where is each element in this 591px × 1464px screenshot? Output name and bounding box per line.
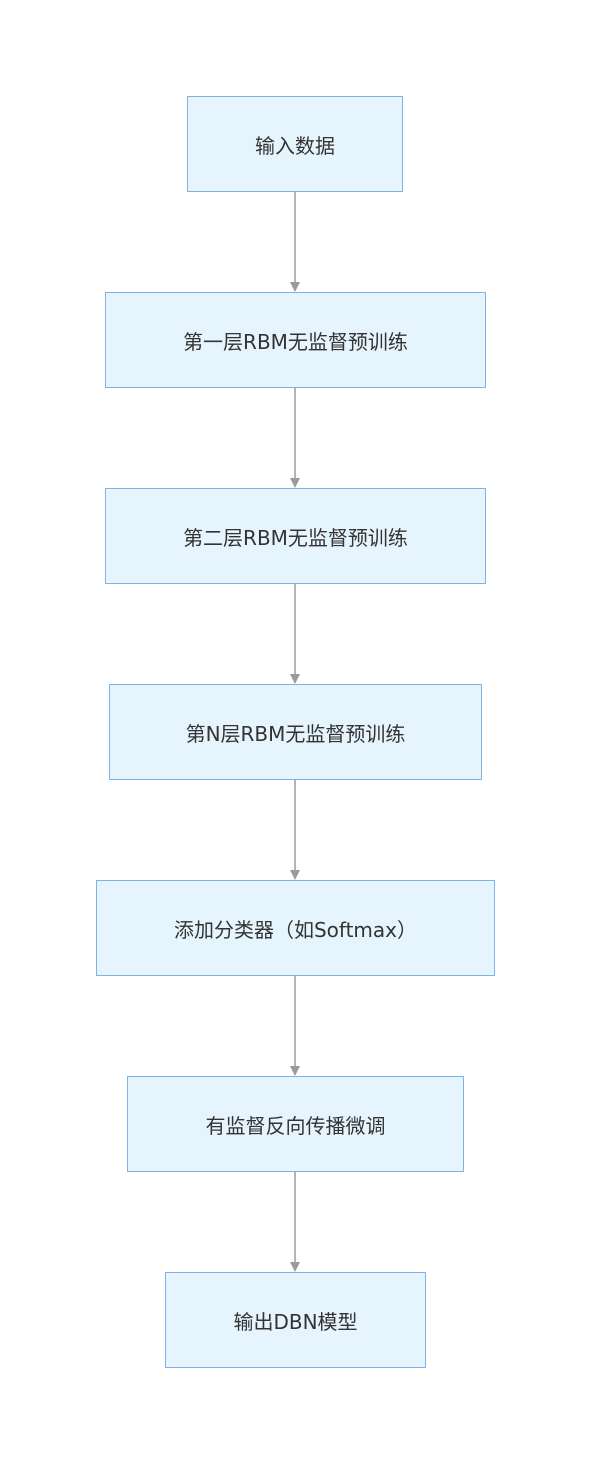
node-rbm-layer-1-label: 第一层RBM无监督预训练 [183,329,408,354]
node-supervised-finetune: 有监督反向传播微调 [127,1076,464,1172]
node-input-data: 输入数据 [187,96,403,192]
node-rbm-layer-n-label: 第N层RBM无监督预训练 [185,721,406,746]
node-add-classifier: 添加分类器（如Softmax） [96,880,495,976]
node-add-classifier-label: 添加分类器（如Softmax） [173,917,418,942]
node-output-dbn-model: 输出DBN模型 [165,1272,426,1368]
node-input-data-label: 输入数据 [255,133,335,158]
node-rbm-layer-1: 第一层RBM无监督预训练 [105,292,486,388]
node-supervised-finetune-label: 有监督反向传播微调 [205,1113,386,1138]
node-output-dbn-model-label: 输出DBN模型 [233,1309,358,1334]
node-rbm-layer-n: 第N层RBM无监督预训练 [109,684,482,780]
node-rbm-layer-2-label: 第二层RBM无监督预训练 [183,525,408,550]
node-rbm-layer-2: 第二层RBM无监督预训练 [105,488,486,584]
